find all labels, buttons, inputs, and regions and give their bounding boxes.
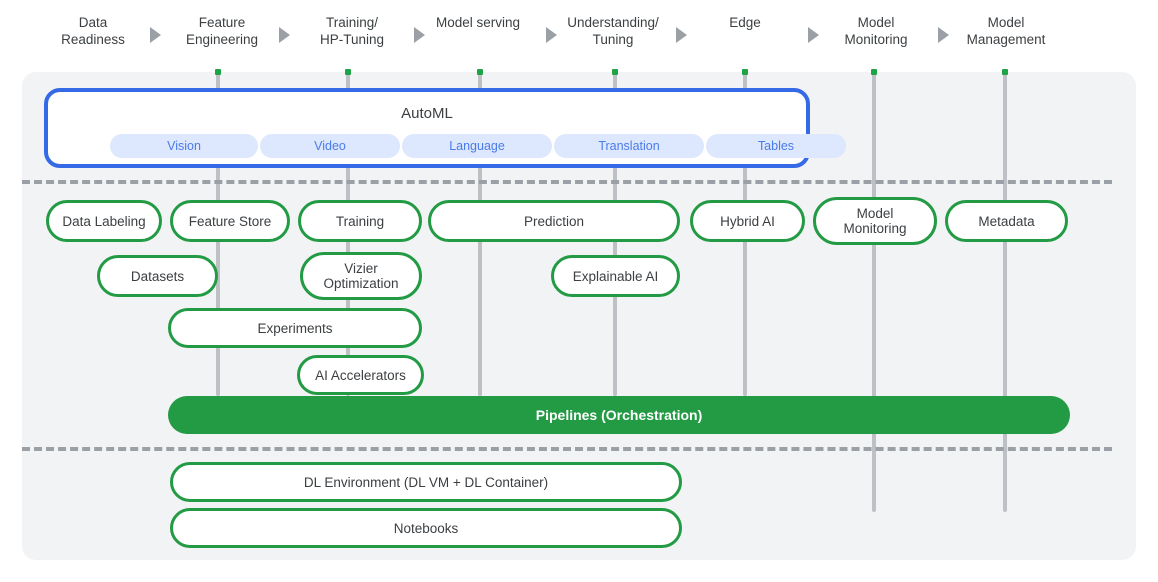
phase-label: Feature Engineering	[185, 15, 259, 47]
capability-pill[interactable]: Notebooks	[170, 508, 682, 548]
capability-pill[interactable]: Vizier Optimization	[300, 252, 422, 300]
phase-arrow-icon	[808, 27, 819, 43]
automl-chip[interactable]: Translation	[554, 134, 704, 158]
capability-pill[interactable]: Training	[298, 200, 422, 242]
rail-dot-icon	[871, 69, 877, 75]
section-divider	[22, 180, 1112, 184]
phase-arrow-icon	[150, 27, 161, 43]
rail-dot-icon	[612, 69, 618, 75]
phase-label: Model serving	[435, 15, 521, 30]
automl-chip[interactable]: Video	[260, 134, 400, 158]
rail-dot-icon	[1002, 69, 1008, 75]
capability-pill[interactable]: Datasets	[97, 255, 218, 297]
capability-pill[interactable]: Feature Store	[170, 200, 290, 242]
rail-dot-icon	[477, 69, 483, 75]
phase-arrow-icon	[938, 27, 949, 43]
capability-pill[interactable]: Experiments	[168, 308, 422, 348]
automl-chip[interactable]: Tables	[706, 134, 846, 158]
capability-pill[interactable]: Metadata	[945, 200, 1068, 242]
capability-pill[interactable]: Data Labeling	[46, 200, 162, 242]
capability-pill[interactable]: Model Monitoring	[813, 197, 937, 245]
automl-chip[interactable]: Vision	[110, 134, 258, 158]
phase-strip: Data Readiness Feature Engineering Trainin…	[0, 0, 1158, 66]
rail-dot-icon	[345, 69, 351, 75]
phase-label: Model Monitoring	[844, 15, 908, 47]
rail-dot-icon	[742, 69, 748, 75]
automl-chip[interactable]: Language	[402, 134, 552, 158]
phase-label: Edge	[729, 15, 761, 30]
capability-pill[interactable]: Prediction	[428, 200, 680, 242]
connector-rail	[1003, 72, 1007, 512]
rail-dot-icon	[215, 69, 221, 75]
phase-label: Data Readiness	[61, 15, 125, 47]
phase-label: Model Management	[966, 15, 1046, 47]
automl-title: AutoML	[401, 105, 453, 122]
phase-arrow-icon	[279, 27, 290, 43]
capability-pill[interactable]: Explainable AI	[551, 255, 680, 297]
capability-pill[interactable]: AI Accelerators	[297, 355, 424, 395]
phase-arrow-icon	[676, 27, 687, 43]
pipelines-label: Pipelines (Orchestration)	[535, 407, 703, 423]
capability-pill[interactable]: Hybrid AI	[690, 200, 805, 242]
phase-arrow-icon	[414, 27, 425, 43]
capability-pill[interactable]: DL Environment (DL VM + DL Container)	[170, 462, 682, 502]
phase-label: Understanding/ Tuning	[567, 15, 659, 47]
pipelines-bar[interactable]: Pipelines (Orchestration)	[168, 396, 1070, 434]
section-divider	[22, 447, 1112, 451]
connector-rail	[872, 72, 876, 512]
phase-label: Training/ HP-Tuning	[319, 15, 385, 47]
phase-arrow-icon	[546, 27, 557, 43]
